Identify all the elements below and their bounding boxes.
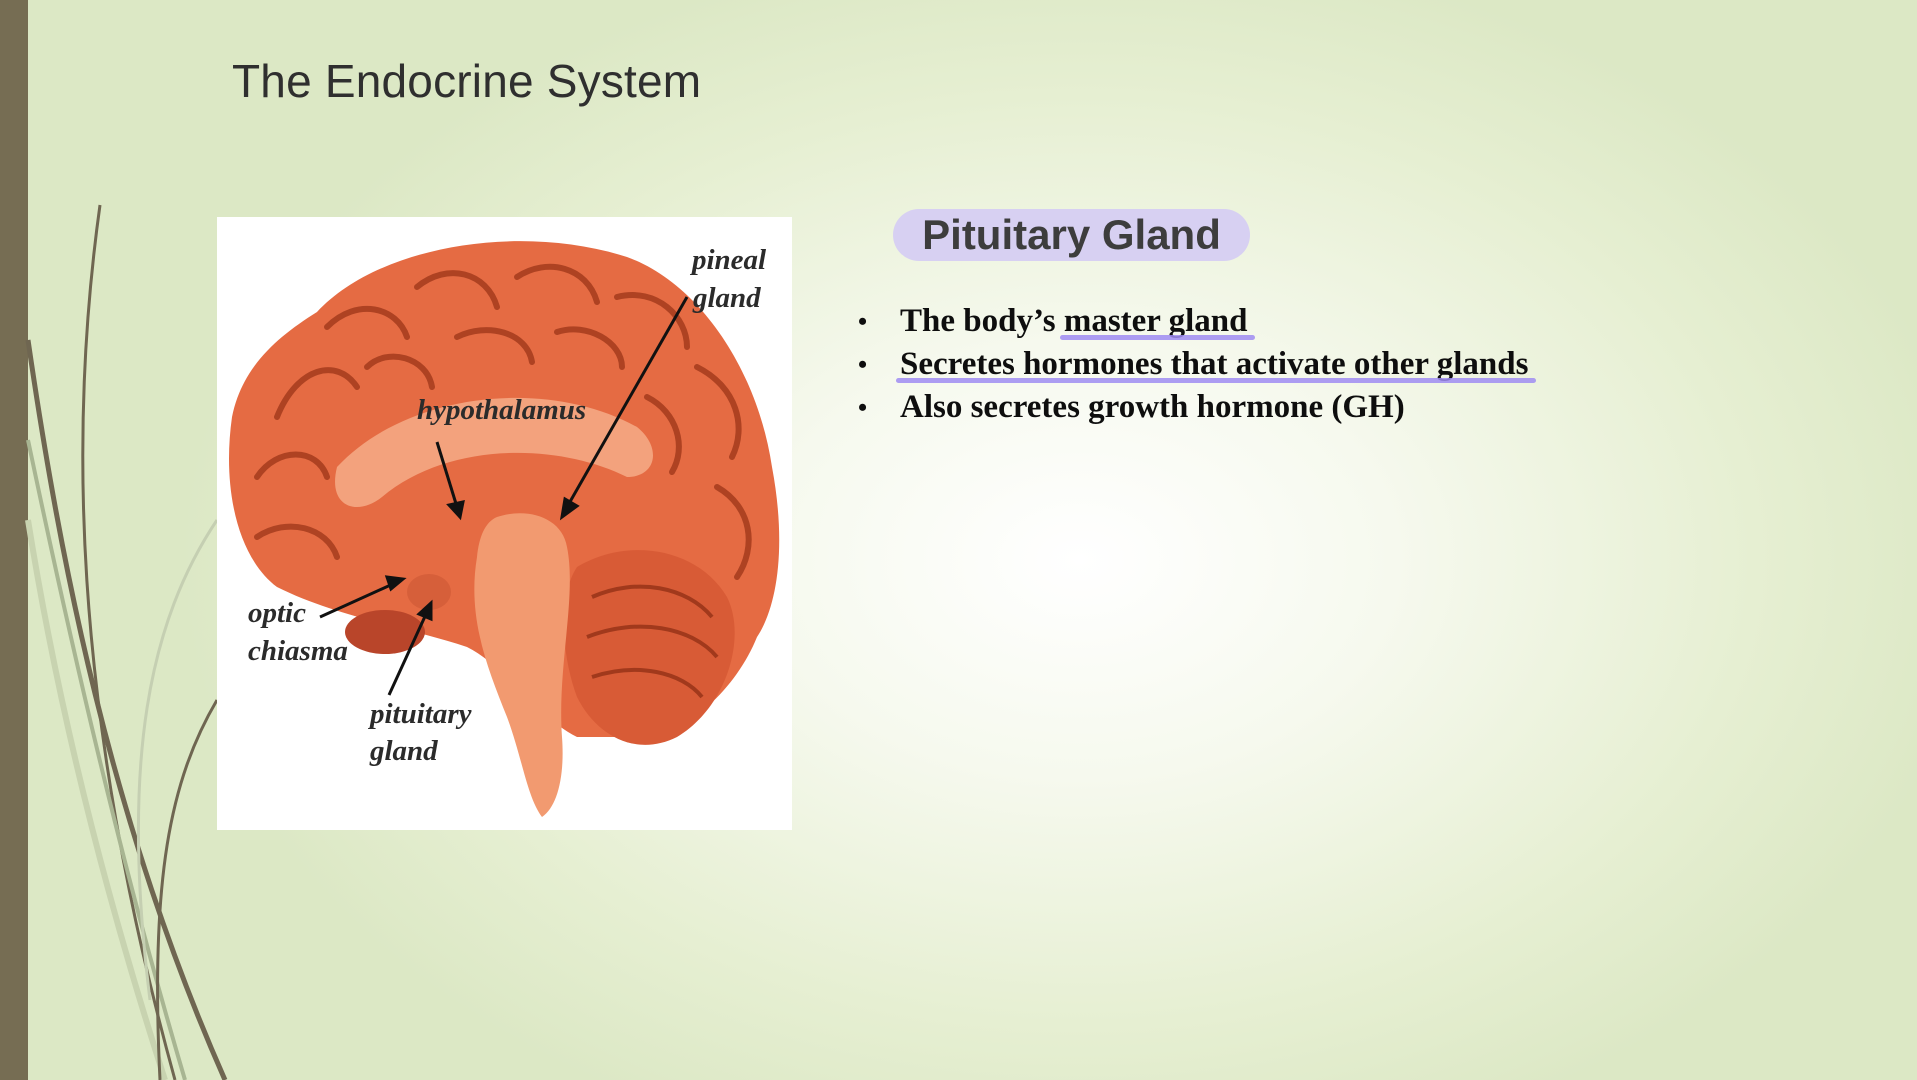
bullet-list: • The body’s master gland • Secretes hor… [858,300,1537,429]
bullet-item: • The body’s master gland [858,300,1528,343]
subtitle-highlight-pill [893,209,1250,261]
slide-title: The Endocrine System [232,55,702,107]
bullet-text: Also secretes growth hormone (GH) [900,389,1405,425]
highlighted-text: master gland [1059,300,1256,343]
label-pituitary-line2: gland [369,735,438,767]
label-optic-line1: optic [248,597,306,629]
bullet-dot: • [858,307,868,336]
slide-subtitle: Pituitary Gland [922,211,1221,258]
highlight-text: master gland [1063,303,1248,339]
left-accent-bar [0,0,28,1080]
highlight-underline [896,378,1537,383]
bullet-dot: • [858,393,868,422]
optic-region [345,610,425,654]
highlighted-text: Secretes hormones that activate other gl… [896,343,1537,386]
bullet-item: • Secretes hormones that activate other … [858,343,1537,386]
bullet-text: The body’s [900,303,1064,339]
highlight-text: Secretes hormones that activate other gl… [900,346,1529,382]
brainstem [474,513,570,817]
pituitary-shape [407,574,451,610]
label-pineal-line1: pineal [689,244,767,276]
label-pineal-line2: gland [692,282,761,314]
highlight-underline [1059,335,1256,340]
label-pituitary-line1: pituitary [367,698,472,730]
decorative-swooshes [25,204,228,1080]
bullet-dot: • [858,350,868,379]
bullet-item: • Also secretes growth hormone (GH) [858,386,1528,429]
label-optic-line2: chiasma [248,635,348,667]
label-hypothalamus: hypothalamus [417,394,586,426]
label-arrows [319,296,689,696]
corpus-callosum [335,397,654,507]
brain-diagram: pineal gland hypothalamus optic chiasma … [217,217,792,830]
